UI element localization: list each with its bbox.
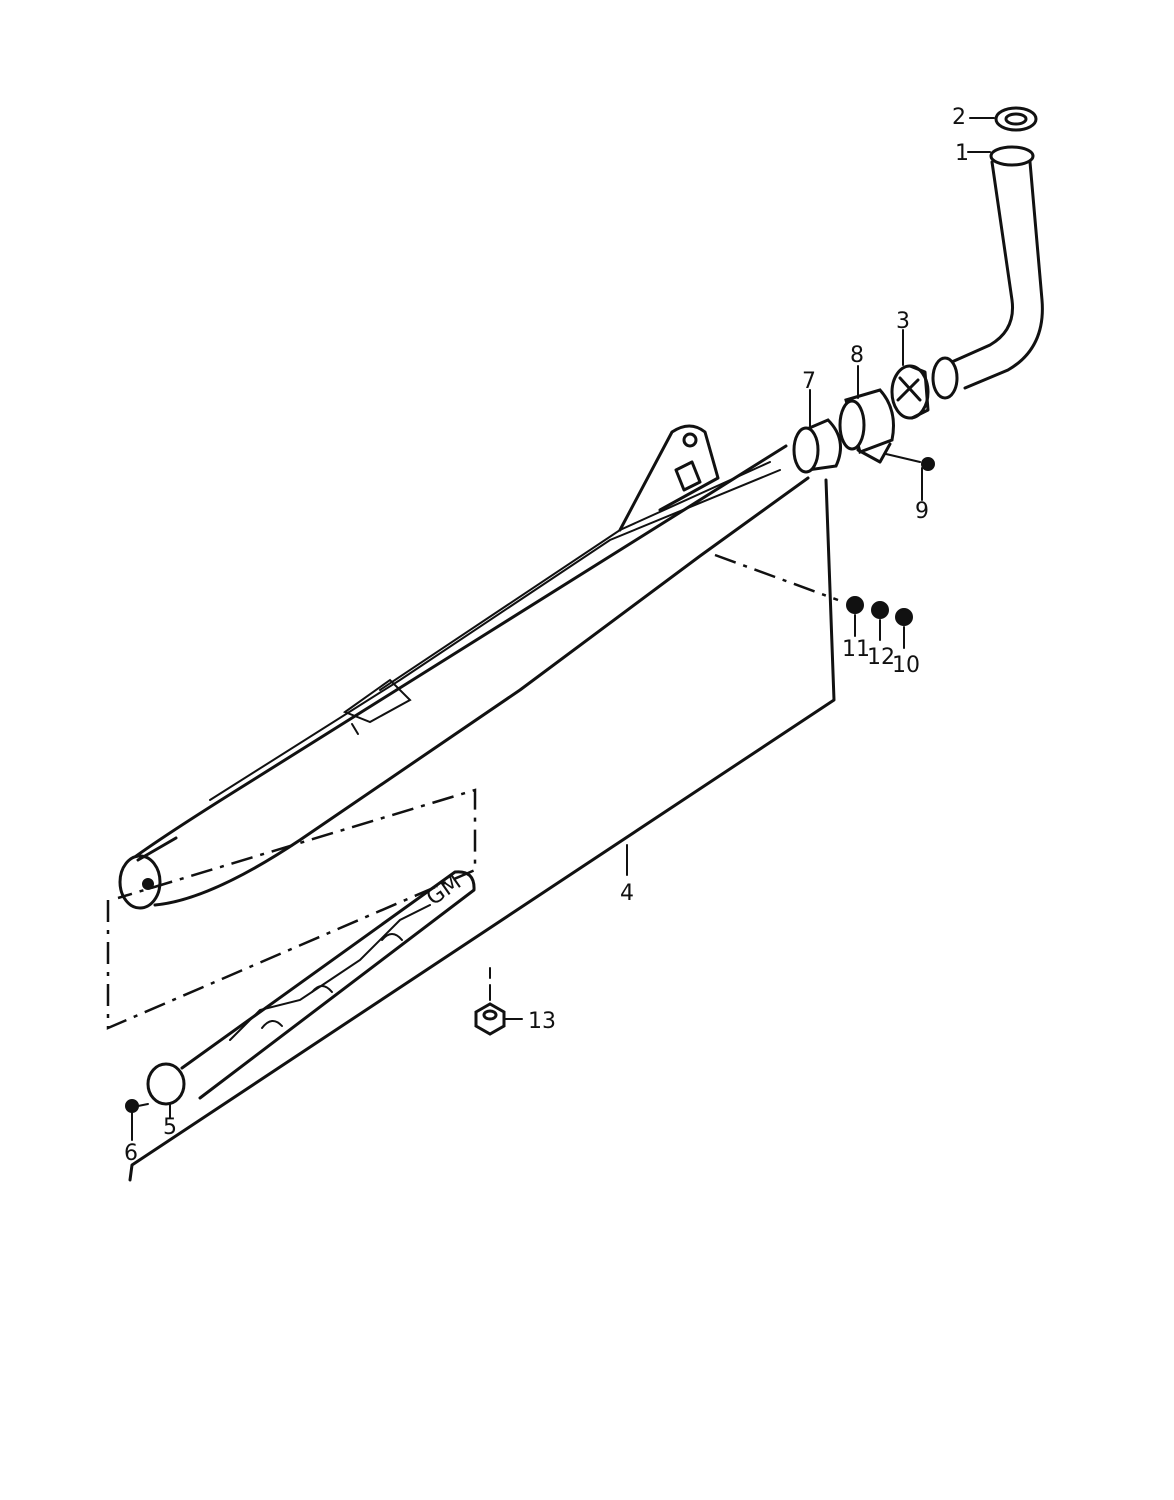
callout-10: 10 bbox=[892, 653, 920, 678]
callout-6: 6 bbox=[124, 1141, 138, 1166]
part-6-screw bbox=[125, 1099, 149, 1113]
part-3-clamp bbox=[890, 364, 930, 420]
assembly-4-bracket bbox=[128, 478, 836, 1182]
callout-2: 2 bbox=[952, 105, 966, 130]
callout-8: 8 bbox=[850, 343, 864, 368]
part-10-nut bbox=[895, 608, 913, 626]
part-9-bolt bbox=[885, 453, 935, 471]
part-8-clamp-band bbox=[838, 388, 895, 464]
callout-11: 11 bbox=[842, 637, 870, 662]
callout-3: 3 bbox=[896, 309, 910, 334]
leader-lines bbox=[131, 117, 995, 1141]
part-4-muffler bbox=[118, 424, 810, 910]
callout-5: 5 bbox=[163, 1115, 177, 1140]
callout-9: 9 bbox=[915, 499, 929, 524]
callout-7: 7 bbox=[802, 369, 816, 394]
part-2-gasket bbox=[994, 106, 1038, 132]
part-1-exhaust-pipe bbox=[931, 145, 1044, 400]
callout-4: 4 bbox=[620, 881, 634, 906]
part-13-nut bbox=[474, 1002, 506, 1036]
callout-labels: 1 2 3 4 5 6 7 8 9 10 11 12 13 bbox=[124, 105, 969, 1166]
callout-13: 13 bbox=[528, 1009, 556, 1034]
callout-12: 12 bbox=[867, 645, 895, 670]
part-7-collar bbox=[792, 418, 842, 474]
assembly-lines bbox=[106, 553, 839, 1030]
part-5-baffle: GM bbox=[146, 870, 476, 1106]
part-12-washer bbox=[871, 601, 889, 619]
part-11-nut bbox=[846, 596, 864, 614]
callout-1: 1 bbox=[955, 141, 969, 166]
